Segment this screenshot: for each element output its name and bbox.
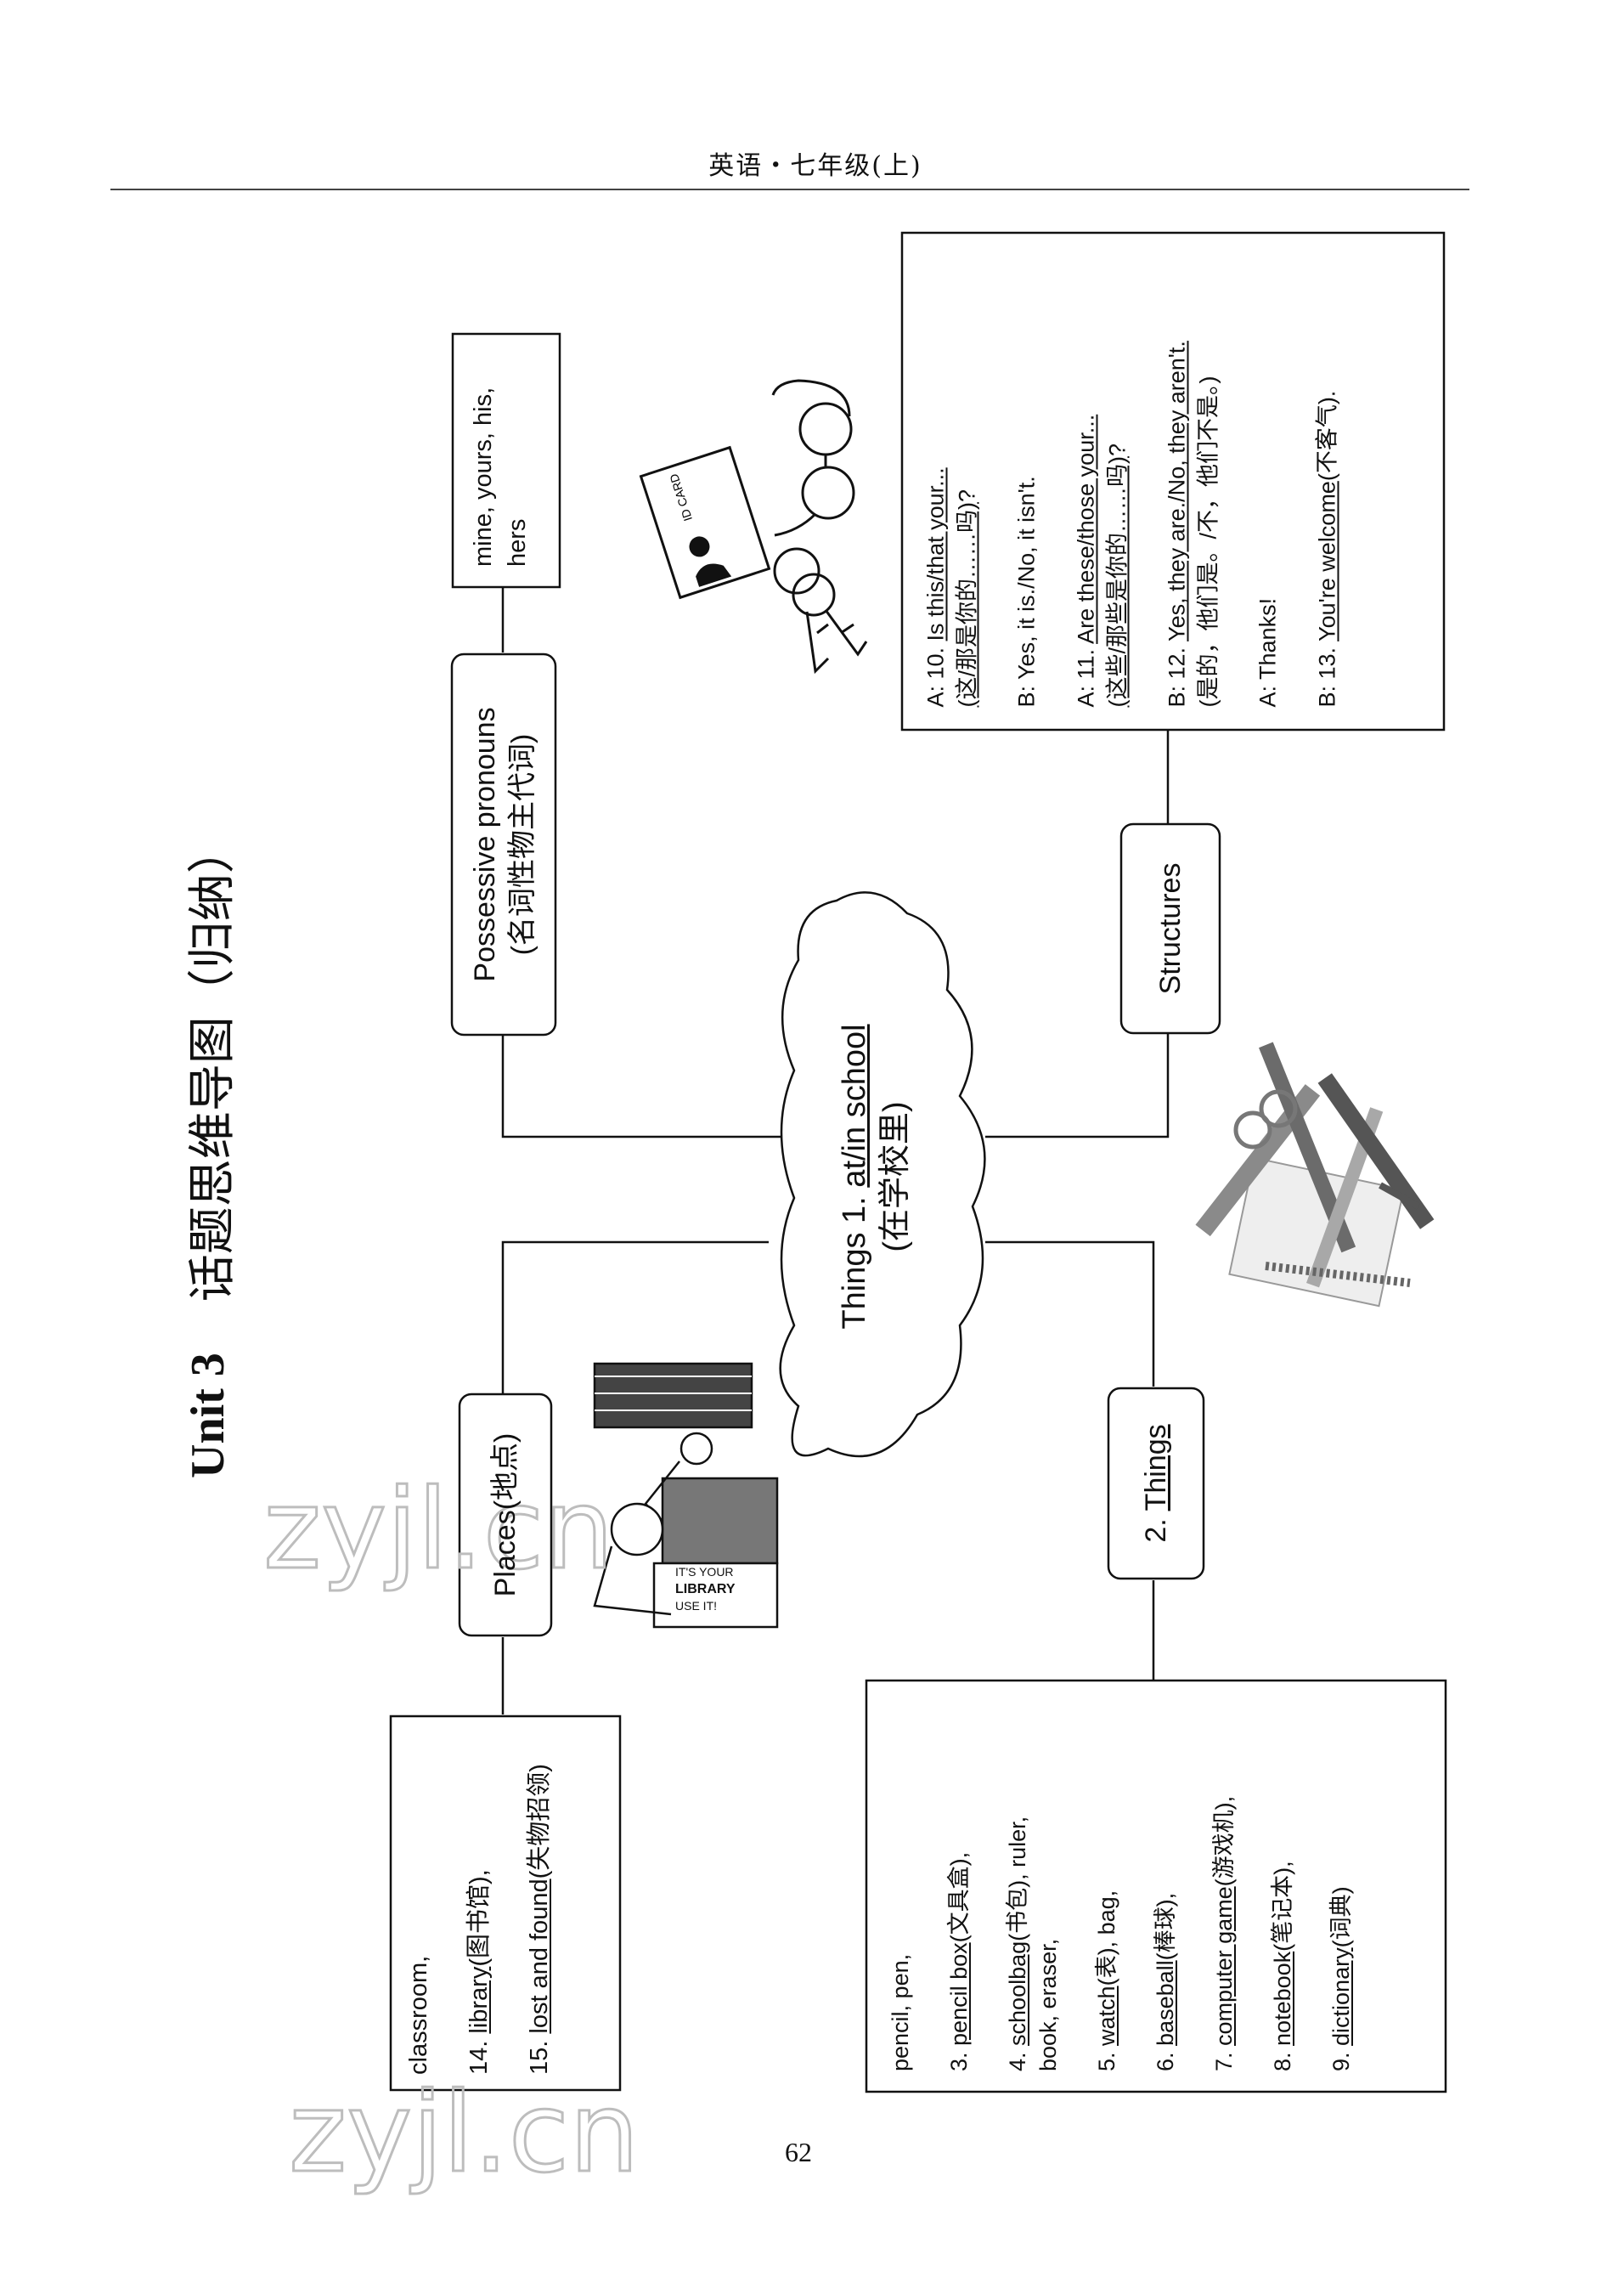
library-illustration: IT'S YOUR LIBRARY USE IT! [593, 1362, 779, 1629]
pronouns-line1: mine, yours, his, [470, 387, 497, 567]
possessive-pronouns-node: Possessive pronouns (名词性物主代词) [452, 654, 555, 1035]
glasses-illustration [771, 379, 855, 537]
library-sign-line2: LIBRARY [675, 1582, 736, 1596]
page-header: 英语・七年级(上) [708, 151, 922, 181]
unit-title: Unit 3 话题思维导图（归纳） [144, 459, 272, 1478]
structures-item-1: B: Yes, it is./No, it isn't. [1013, 476, 1040, 708]
places-node: Places(地点) [460, 1394, 551, 1635]
things-item-2-extra: book, eraser, [1035, 1938, 1061, 2071]
things-node-box [1107, 1387, 1205, 1580]
connector-possessive [501, 1035, 786, 1138]
places-box-text: classroom, 14. library(图书馆), 15. lost an… [391, 1716, 620, 2090]
unit-heading: 话题思维导图（归纳） [184, 826, 240, 1302]
watermark-upper: zyjl.cn [263, 1465, 614, 1594]
structures-item-3-sub: (是的，他们是。/不，他们不是。) [1195, 376, 1221, 708]
structures-item-0-sub: (这/那是你的……吗)? [954, 489, 980, 708]
things-item-4: 6. baseball(棒球), [1153, 1892, 1178, 2071]
center-line1: Things 1. at/in school [837, 1024, 872, 1330]
structures-detail-box [900, 231, 1446, 732]
things-item-3: 5. watch(表), bag, [1094, 1890, 1119, 2071]
possessive-line1: Possessive pronouns [469, 707, 501, 982]
places-detail-box [389, 1715, 622, 2092]
stationery-illustration [1195, 1042, 1435, 1308]
structures-node-box [1119, 822, 1221, 1035]
center-line2: (在学校里) [877, 1101, 913, 1252]
possessive-node-box [450, 652, 557, 1037]
structures-item-2-sub: (这些/那些是你的……吗)? [1104, 443, 1131, 708]
structures-item-3: B: 12. Yes, they are./No, they aren't. [1164, 341, 1190, 708]
possessive-line2: (名词性物主代词) [506, 733, 539, 956]
structures-box-text: A: 10. Is this/that your... (这/那是你的……吗)?… [902, 233, 1444, 730]
places-item-0: classroom, [405, 1955, 432, 2075]
places-item-2: 15. lost and found(失物招领) [526, 1764, 553, 2075]
things-label: 2. Things [1140, 1424, 1172, 1543]
center-cloud [779, 891, 986, 1458]
structures-item-5: B: 13. You're welcome(不客气). [1314, 390, 1340, 708]
pronouns-line2: hers [504, 518, 531, 567]
library-sign-line3: USE IT! [675, 1599, 717, 1613]
structures-node: Structures [1121, 824, 1220, 1033]
pronouns-box-text: mine, yours, his, hers [453, 334, 560, 587]
things-node: 2. Things [1108, 1388, 1204, 1579]
watermark-lower: zyjl.cn [289, 2068, 640, 2197]
things-item-7: 9. dictionary(词典) [1328, 1886, 1354, 2071]
library-sign-line1: IT'S YOUR [675, 1565, 734, 1579]
connector-lines [501, 586, 1170, 1715]
pronouns-box [451, 332, 561, 589]
structures-item-4: A: Thanks! [1255, 597, 1281, 708]
id-card-illustration: ID CARD [639, 445, 771, 600]
things-box-text: pencil, pen, 3. pencil box(文具盒), 4. scho… [866, 1681, 1446, 2092]
structures-item-2: A: 11. Are these/those your... [1073, 414, 1099, 708]
structures-item-0: A: 10. Is this/that your... [922, 467, 949, 708]
keys-illustration [773, 547, 868, 675]
places-item-1: 14. library(图书馆), [465, 1869, 493, 2075]
places-label: Places(地点) [489, 1432, 522, 1597]
page-number: 62 [785, 2137, 812, 2167]
things-item-5: 7. computer game(游戏机), [1211, 1795, 1237, 2071]
places-node-box [458, 1393, 553, 1637]
connector-things [985, 1240, 1155, 1387]
center-topic: Things 1. at/in school (在学校里) [824, 981, 926, 1372]
unit-label: Unit 3 [182, 1353, 234, 1478]
header-rule [110, 189, 1469, 190]
things-item-0: pencil, pen, [888, 1953, 913, 2071]
things-detail-box [865, 1679, 1447, 2093]
things-item-2: 4. schoolbag(书包), ruler, [1005, 1816, 1030, 2071]
structures-label: Structures [1154, 862, 1187, 995]
things-item-6: 8. notebook(笔记本), [1270, 1861, 1295, 2071]
node-boxes [389, 231, 1447, 2093]
connector-structures-main [985, 1028, 1170, 1138]
connector-places [501, 1240, 769, 1393]
things-item-1: 3. pencil box(文具盒), [946, 1851, 972, 2071]
